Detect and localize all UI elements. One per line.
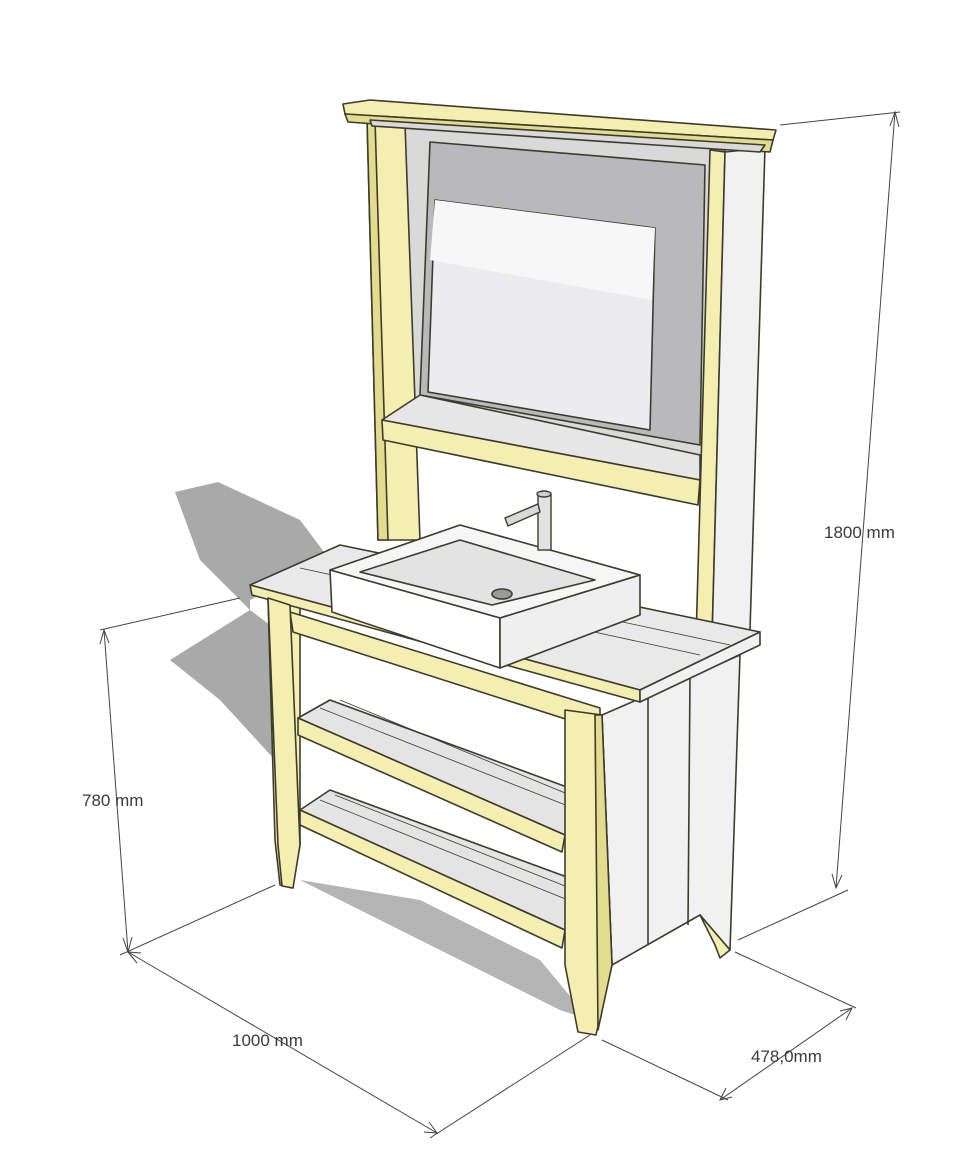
hutch-frame	[342, 99, 777, 641]
faucet-icon	[504, 490, 552, 551]
sink	[329, 524, 641, 669]
dimension-lines	[99, 110, 901, 1139]
depth-label: 478,0mm	[751, 1047, 822, 1066]
width-label: 1000 mm	[232, 1031, 303, 1050]
drain-icon	[491, 588, 513, 600]
height-total-label: 1800 mm	[824, 523, 895, 542]
height-vanity-label: 780 mm	[82, 791, 143, 810]
